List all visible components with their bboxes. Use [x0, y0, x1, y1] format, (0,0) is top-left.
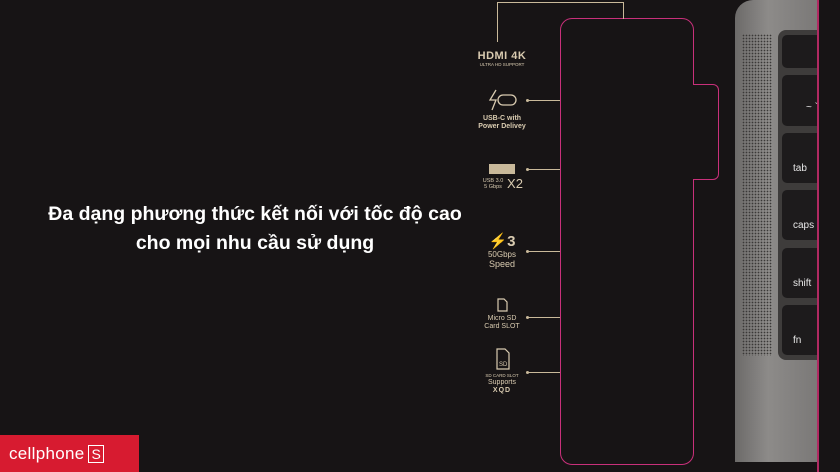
sd-card-icon: SD: [496, 348, 510, 370]
micro-sd-icon: [497, 298, 508, 312]
port-title: SD CARD SLOT: [485, 373, 519, 378]
key-fn: fn: [782, 305, 818, 355]
hub-bulge: [693, 84, 719, 180]
key-label: caps: [793, 220, 815, 231]
thunderbolt-icon: ⚡: [488, 233, 508, 250]
port-sd: SD SD CARD SLOT Supports XQD: [474, 348, 530, 395]
port-title: USB-C with: [482, 115, 522, 122]
port-title: Micro SD: [487, 315, 517, 322]
key-label: ~ `: [806, 102, 818, 113]
thunderbolt-leader: [526, 250, 560, 253]
port-sub: ULTRA HD SUPPORT: [479, 62, 525, 67]
port-sub: 50Gbps: [487, 250, 517, 259]
key-tilde: ~ `: [782, 75, 818, 126]
key-label: fn: [793, 335, 802, 346]
speaker-grille: [742, 34, 772, 356]
port-title: 3: [507, 233, 516, 250]
hdmi-icon: HDMI 4K: [477, 50, 527, 62]
port-sub: X2: [507, 176, 523, 191]
hdmi-leader: [497, 2, 624, 42]
port-sub: Supports: [487, 379, 517, 386]
usb-a-leader: [526, 168, 560, 171]
key-shift: shift: [782, 248, 818, 298]
micro-sd-leader: [526, 316, 560, 319]
headline-line1: Đa dạng phương thức kết nối với tốc độ c…: [48, 203, 462, 225]
headline-line2: cho mọi nhu cầu sử dụng: [135, 232, 375, 254]
port-thunderbolt: ⚡3 50Gbps Speed: [474, 233, 530, 270]
hub-outline: [560, 18, 694, 465]
key-label: tab: [793, 163, 807, 174]
headline: Đa dạng phương thức kết nối với tốc độ c…: [0, 200, 510, 258]
svg-text:SD: SD: [499, 362, 508, 368]
port-sub2: Speed: [488, 259, 516, 269]
port-title: USB 3.0 5 Gbps: [482, 178, 504, 190]
port-usb-c: USB-C with Power Delivey: [474, 88, 530, 131]
hdmi-leader-drop: [623, 2, 624, 19]
port-sub2: XQD: [492, 387, 512, 394]
usb-c-icon: [488, 89, 517, 111]
key-esc: [782, 35, 818, 68]
key-tab: tab: [782, 133, 818, 183]
sd-leader: [526, 371, 560, 374]
port-micro-sd: Micro SD Card SLOT: [474, 298, 530, 331]
usb-a-icon: [489, 164, 515, 174]
logo-mark: S: [88, 444, 105, 463]
key-label: shift: [793, 278, 812, 289]
port-hdmi: HDMI 4K ULTRA HD SUPPORT: [474, 50, 530, 68]
key-caps: caps: [782, 190, 818, 240]
logo-text: cellphone: [9, 443, 85, 463]
port-sub: Card SLOT: [484, 323, 520, 330]
accent-line: [817, 0, 819, 472]
usb-c-leader: [526, 99, 560, 102]
port-sub: Power Delivey: [478, 123, 526, 130]
